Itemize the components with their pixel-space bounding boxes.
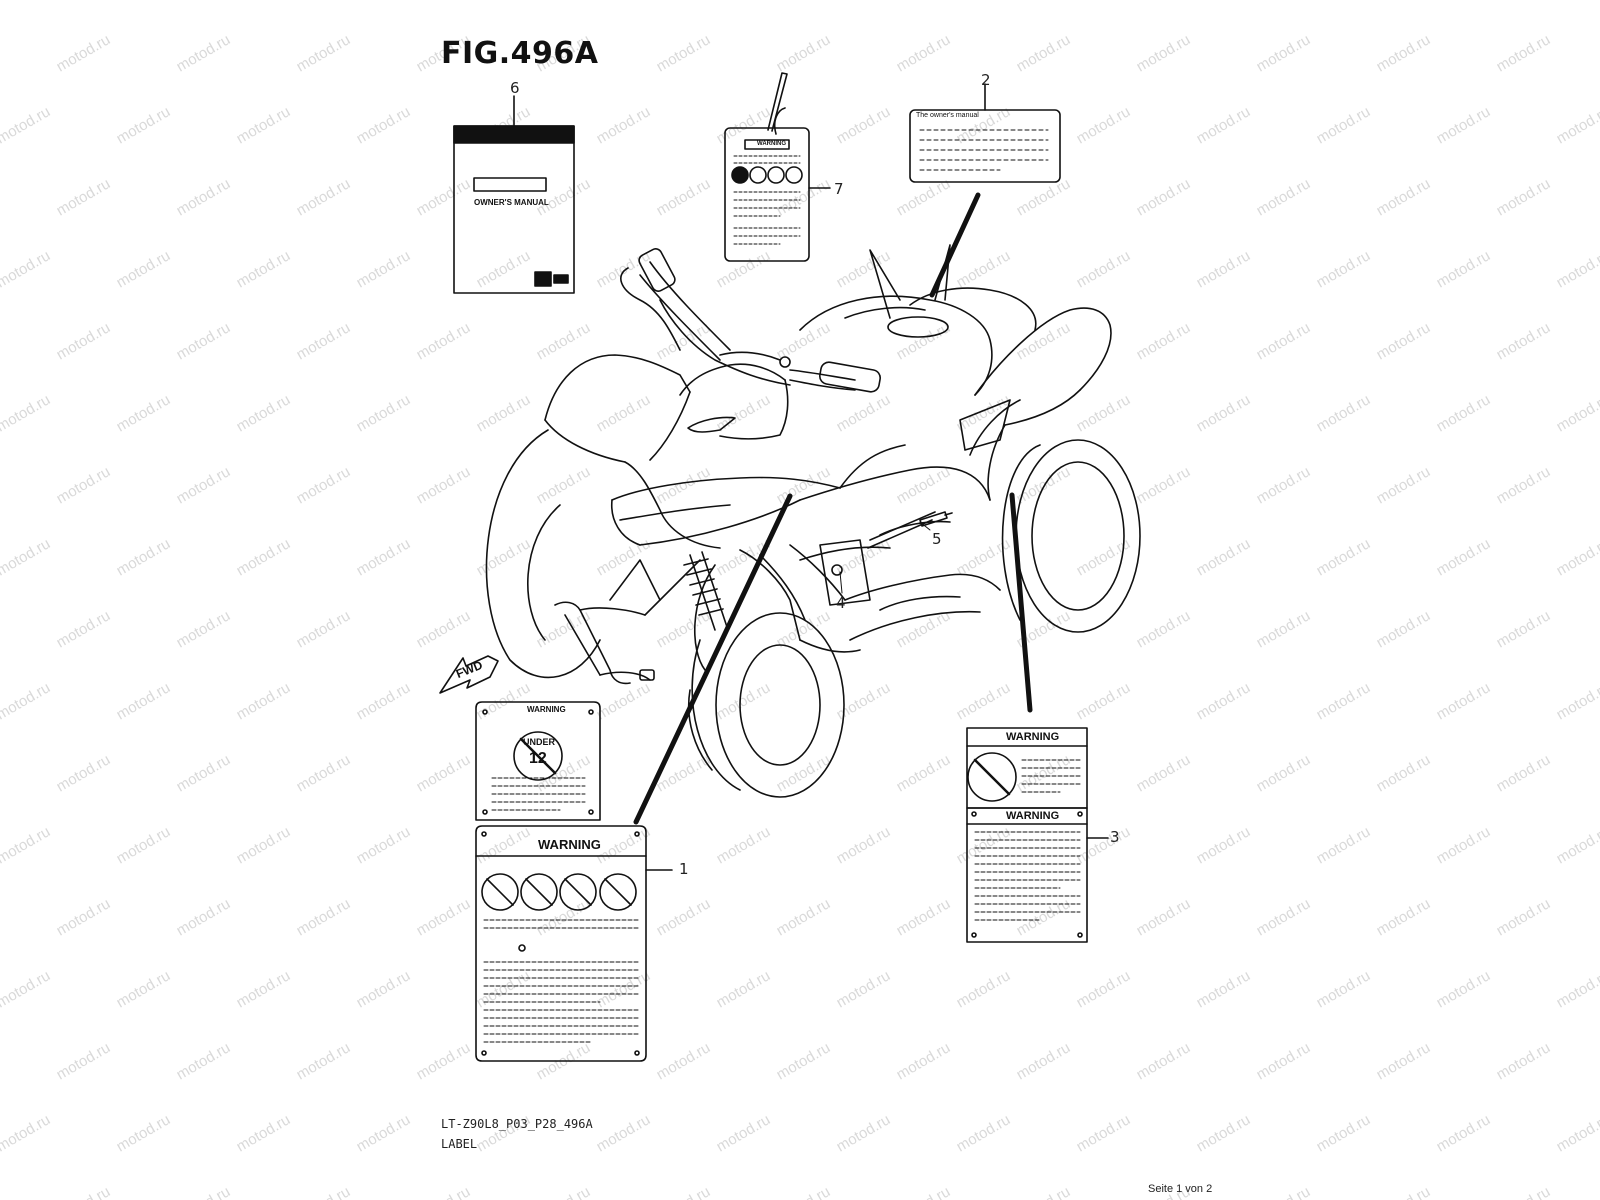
hang-tag-warning: WARNING	[757, 141, 786, 147]
item-4-leader	[839, 571, 843, 594]
figure-code: LT-Z90L8_P03_P28_496A	[441, 1117, 593, 1131]
callout-2: 2	[981, 71, 991, 89]
warning-heading-3b: WARNING	[1006, 810, 1060, 822]
callout-4: 4	[836, 594, 846, 612]
item-6-owners-manual	[453, 95, 575, 294]
under-age-text: UNDER	[523, 737, 556, 747]
under-age-number: 12	[529, 750, 547, 767]
item-5-leader	[919, 521, 931, 531]
item-7-hang-tag	[724, 72, 831, 262]
page-number: Seite 1 von 2	[1148, 1183, 1213, 1195]
figure-title: FIG.496A	[441, 36, 599, 71]
figure-caption: LABEL	[441, 1137, 478, 1151]
callout-3: 3	[1110, 828, 1120, 846]
warning-heading-1a: WARNING	[527, 705, 566, 714]
atv-illustration	[485, 244, 1141, 798]
callout-6: 6	[510, 79, 520, 97]
warning-heading-3a: WARNING	[1006, 731, 1060, 743]
item-2-manual-label	[909, 83, 1061, 298]
fwd-arrow-icon	[439, 655, 499, 694]
item-3-warning-labels	[966, 492, 1109, 943]
callout-1: 1	[679, 860, 689, 878]
callout-5: 5	[932, 530, 942, 548]
owners-manual-label-text: The owner's manual	[916, 112, 979, 119]
warning-heading-1b: WARNING	[538, 837, 601, 852]
item-1-warning-labels	[475, 493, 793, 1062]
callout-7: 7	[834, 180, 844, 198]
manual-cover-title: OWNER'S MANUAL	[474, 198, 549, 207]
